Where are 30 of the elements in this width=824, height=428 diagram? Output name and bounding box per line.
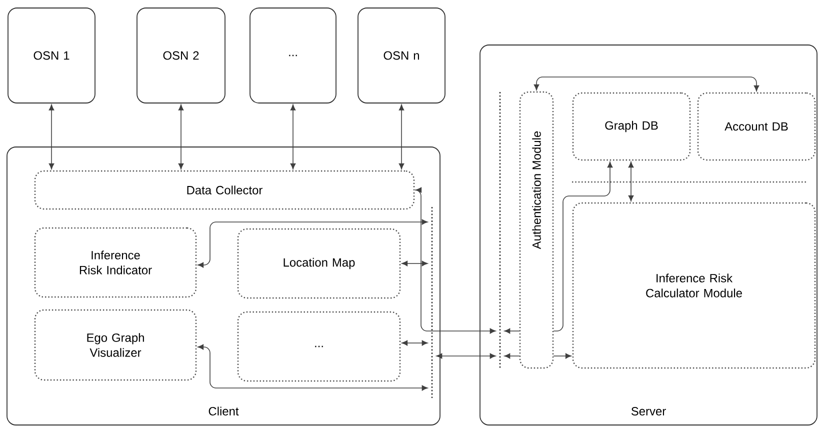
arrow [178, 104, 184, 170]
module-box: Authentication Module [519, 91, 554, 369]
arrow [398, 104, 404, 170]
module-box: Data Collector [34, 170, 415, 210]
network-box: ... [250, 8, 336, 104]
arrow [436, 353, 496, 359]
arrow [198, 219, 428, 268]
arrow [553, 353, 572, 359]
arrow [48, 104, 54, 170]
module-box: Graph DB [572, 92, 691, 161]
arrow [534, 76, 760, 92]
arrow [414, 187, 496, 334]
bus-line [499, 92, 501, 368]
arrow [402, 340, 428, 346]
arrow [402, 260, 428, 266]
arrow [504, 353, 520, 359]
arrow [198, 344, 428, 391]
module-box: Account DB [697, 92, 816, 161]
module-box: Ego Graph Visualizer [34, 309, 197, 381]
bus-line [431, 207, 433, 398]
module-box: Inference Risk Indicator [34, 227, 197, 298]
network-box: OSN n [358, 8, 446, 104]
module-box: ... [237, 311, 401, 382]
arrow [628, 162, 634, 202]
arrow [290, 104, 296, 170]
network-box: OSN 1 [8, 8, 96, 104]
arrow [504, 328, 520, 334]
module-box: Location Map [237, 228, 401, 299]
module-box: Inference Risk Calculator Module [572, 202, 816, 369]
network-box: OSN 2 [136, 8, 226, 104]
